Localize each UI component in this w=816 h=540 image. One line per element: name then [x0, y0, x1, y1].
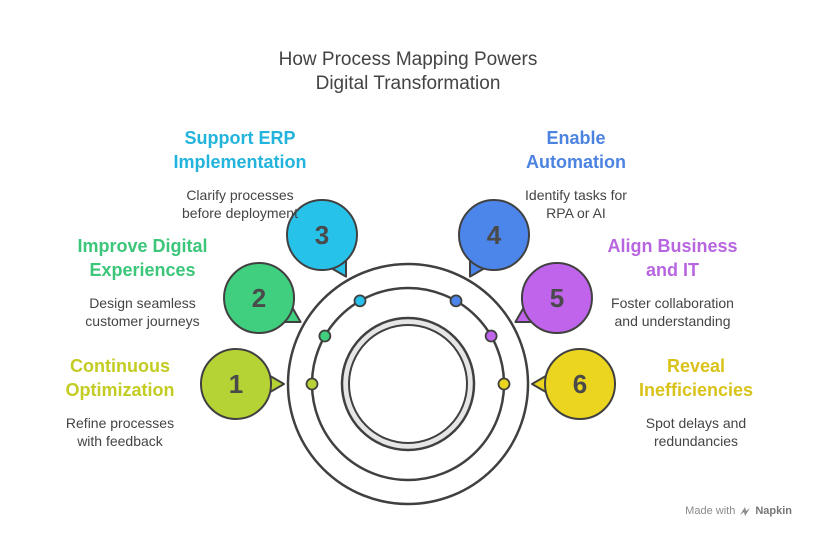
step-3-number: 3: [315, 220, 329, 250]
step-3-bubble-fill: [288, 201, 356, 269]
napkin-logo-icon: [740, 507, 751, 516]
step-4-heading: Enable Automation: [526, 128, 626, 172]
title-line-1: How Process Mapping Powers: [278, 49, 538, 70]
step-6-text: Reveal Inefficiencies Spot delays and re…: [616, 354, 776, 450]
step-2-number: 2: [252, 283, 266, 313]
step-2-bubble-fill: [225, 264, 293, 332]
step-4-bubble-fill: [460, 201, 528, 269]
step-5-bubble-fill: [523, 264, 591, 332]
step-3-heading: Support ERP Implementation: [173, 128, 307, 172]
step-5-description: Foster collaboration and understanding: [611, 295, 734, 329]
step-5-ring-dot: [484, 329, 498, 343]
step-3-bubble: 3: [286, 199, 358, 278]
step-5-number: 5: [550, 283, 564, 313]
step-6-ring-dot: [497, 377, 511, 391]
step-2-ring-dot: [318, 329, 332, 343]
step-1-bubble: 1: [200, 348, 285, 420]
step-2-bubble: 2: [223, 262, 302, 334]
diagram-title: How Process Mapping Powers Digital Trans…: [0, 48, 816, 96]
step-3-text: Support ERP Implementation Clarify proce…: [160, 126, 320, 222]
step-4-description: Identify tasks for RPA or AI: [525, 187, 627, 221]
step-2-heading: Improve Digital Experiences: [77, 236, 208, 280]
step-6-number: 6: [573, 369, 587, 399]
napkin-brand-label: Napkin: [755, 505, 792, 517]
step-5-text: Align Business and IT Foster collaborati…: [590, 234, 755, 330]
step-6-description: Spot delays and redundancies: [645, 415, 747, 449]
step-6-bubble: 6: [531, 348, 616, 420]
step-5-heading: Align Business and IT: [607, 236, 738, 280]
step-4-text: Enable Automation Identify tasks for RPA…: [496, 126, 656, 222]
step-5-bubble: 5: [514, 262, 593, 334]
step-2-text: Improve Digital Experiences Design seaml…: [60, 234, 225, 330]
step-2-description: Design seamless customer journeys: [85, 295, 200, 329]
step-3-description: Clarify processes before deployment: [182, 187, 298, 221]
step-1-description: Refine processes with feedback: [65, 415, 175, 449]
step-1-bubble-fill: [202, 350, 270, 418]
step-3-ring-dot: [353, 294, 367, 308]
step-4-number: 4: [487, 220, 502, 250]
made-with-label: Made with: [685, 505, 736, 517]
step-1-number: 1: [229, 369, 243, 399]
step-6-heading: Reveal Inefficiencies: [638, 356, 754, 400]
outer-ring: [286, 262, 530, 506]
step-1-heading: Continuous Optimization: [65, 356, 175, 400]
step-1-text: Continuous Optimization Refine processes…: [40, 354, 200, 450]
inner-hub-core: [348, 324, 468, 444]
step-4-ring-dot: [449, 294, 463, 308]
step-1-ring-dot: [305, 377, 319, 391]
step-6-bubble-fill: [546, 350, 614, 418]
title-line-2: Digital Transformation: [315, 73, 501, 94]
step-4-bubble: 4: [458, 199, 530, 278]
made-with-napkin[interactable]: Made with Napkin: [685, 505, 792, 517]
